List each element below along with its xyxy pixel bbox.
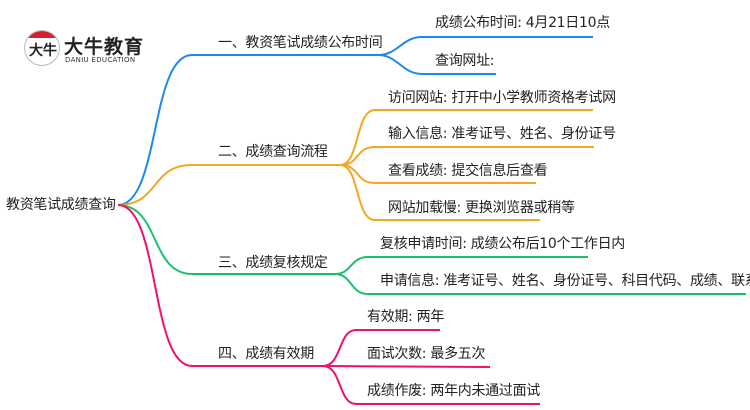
branch-3-connector [117, 204, 335, 275]
logo-name-en: DANIU EDUCATION [65, 56, 136, 64]
leaf-3-1: 复核申请时间: 成绩公布后10个工作日内 [380, 236, 625, 252]
leaf-4-1: 有效期: 两年 [367, 309, 445, 325]
leaf-3-1-connector [334, 256, 588, 275]
leaf-1-2: 查询网址: [435, 53, 495, 69]
leaf-4-3: 成绩作废: 两年内未通过面试 [367, 383, 540, 399]
leaf-2-1-connector [339, 109, 593, 166]
leaf-2-3: 查看成绩: 提交信息后查看 [388, 163, 548, 179]
leaf-2-2-connector [339, 146, 594, 166]
branch-3-node: 三、成绩复核规定 [218, 255, 328, 271]
leaf-1-1-connector [377, 36, 593, 56]
branch-1-connector [117, 54, 378, 206]
branch-2-connector [117, 164, 340, 206]
leaf-4-2-connector [322, 365, 491, 368]
branch-2-node: 二、成绩查询流程 [218, 144, 328, 160]
logo: 大牛 大牛教育 DANIU EDUCATION [22, 28, 172, 72]
logo-icon: 大牛 [24, 30, 60, 66]
leaf-2-4-connector [339, 164, 540, 221]
leaf-2-4: 网站加载慢: 更换浏览器或稍等 [388, 200, 575, 216]
branch-4-connector [117, 204, 323, 367]
leaf-4-1-connector [322, 329, 440, 367]
leaf-2-2: 输入信息: 准考证号、姓名、身份证号 [388, 126, 616, 142]
leaf-2-1: 访问网站: 打开中小学教师资格考试网 [388, 90, 616, 106]
leaf-4-3-connector [322, 365, 540, 405]
logo-mark: 大牛 [29, 43, 57, 59]
branch-1-node: 一、教资笔试成绩公布时间 [218, 35, 383, 51]
leaf-3-2: 申请信息: 准考证号、姓名、身份证号、科目代码、成绩、联系电话 [380, 273, 750, 289]
leaf-1-2-connector [377, 54, 496, 75]
logo-name-cn: 大牛教育 [64, 36, 145, 58]
leaf-4-2: 面试次数: 最多五次 [367, 346, 486, 362]
root-node: 教资笔试成绩查询 [6, 197, 116, 213]
leaf-3-2-connector [334, 273, 746, 295]
leaf-1-1: 成绩公布时间: 4月21日10点 [435, 15, 610, 31]
branch-4-node: 四、成绩有效期 [218, 346, 314, 362]
